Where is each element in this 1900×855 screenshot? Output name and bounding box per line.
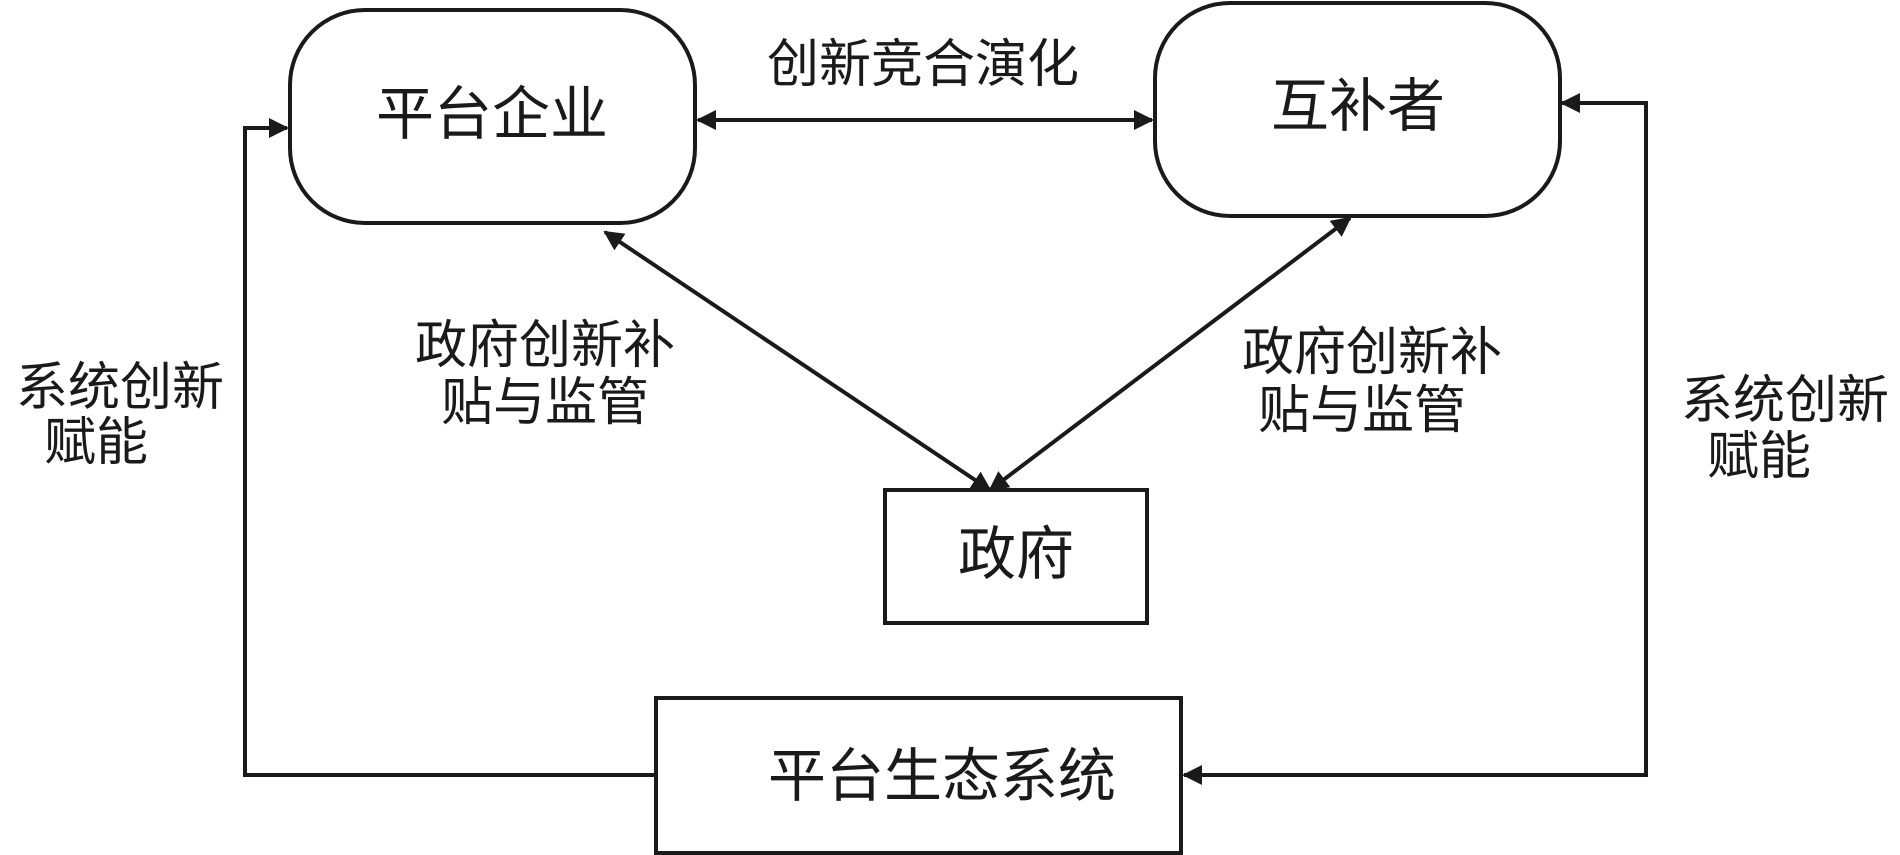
node-government: 政府 — [883, 488, 1149, 625]
node-platform-ecosystem-label: 平台生态系统 — [768, 742, 1116, 810]
node-government-label: 政府 — [958, 520, 1074, 588]
gov-left-label-line1: 政府创新补 — [415, 316, 675, 376]
empower-left-arrow — [243, 118, 656, 777]
node-platform-ecosystem: 平台生态系统 — [654, 696, 1183, 855]
node-platform-enterprise-label: 平台企业 — [376, 80, 608, 148]
gov-left-label-line2: 贴与监管 — [441, 373, 649, 433]
empower-right-label-line1: 系统创新 — [1681, 371, 1889, 431]
coevolution-label: 创新竞合演化 — [767, 35, 1079, 95]
node-complementor: 互补者 — [1153, 1, 1562, 218]
node-complementor-label: 互补者 — [1271, 72, 1445, 140]
empower-left-label-line2: 赋能 — [44, 413, 148, 473]
empower-left-label-line1: 系统创新 — [16, 358, 224, 418]
gov-right-label-line1: 政府创新补 — [1242, 323, 1502, 383]
gov-right-label-line2: 贴与监管 — [1258, 381, 1466, 441]
gov-left-arrow — [603, 230, 992, 492]
node-platform-enterprise: 平台企业 — [288, 8, 697, 225]
empower-right-label-line2: 赋能 — [1707, 427, 1811, 487]
empower-right-arrow — [1182, 93, 1648, 785]
